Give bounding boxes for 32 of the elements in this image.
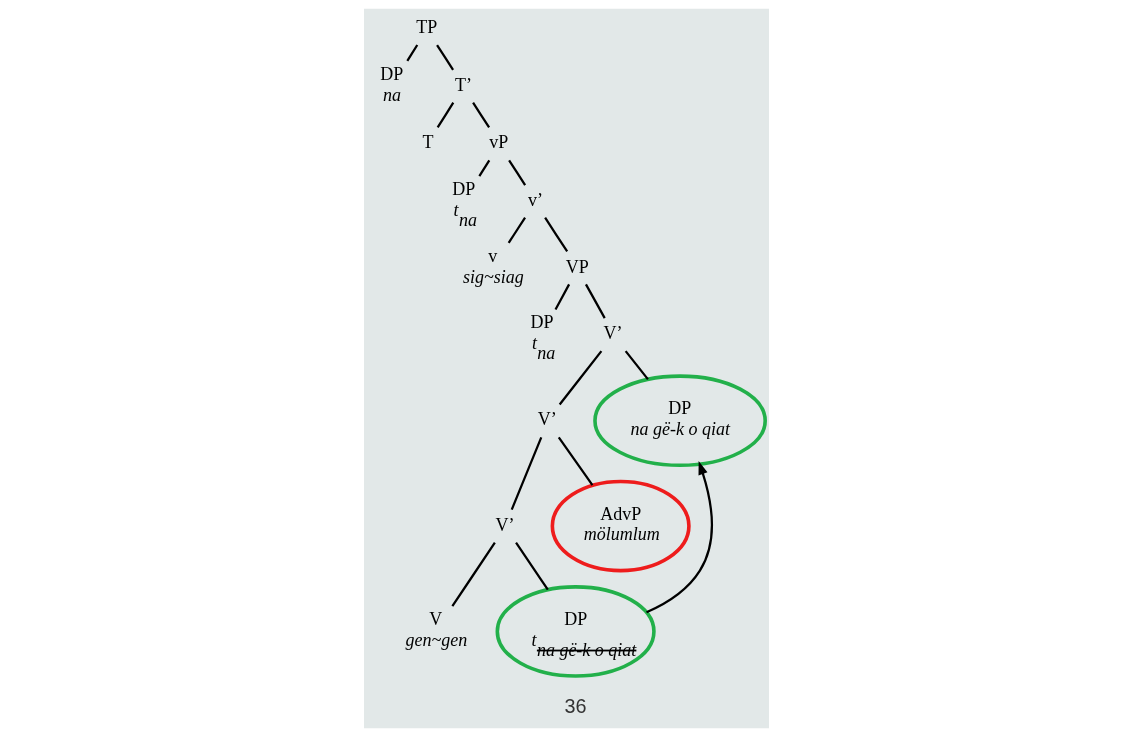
connector — [554, 283, 570, 310]
connector — [584, 283, 606, 319]
node-ellipse: DP na gë-k o qiat — [592, 374, 767, 468]
connector — [507, 159, 526, 186]
node-text: vP — [488, 132, 508, 153]
connector — [514, 542, 549, 591]
node-text: v’ — [527, 189, 543, 210]
node-text: V’ — [494, 514, 514, 535]
connector — [450, 542, 496, 607]
connector — [543, 217, 568, 253]
connector — [471, 102, 490, 129]
node-text: TP — [415, 17, 437, 38]
label: 36 — [564, 695, 587, 718]
node-text: V’ — [537, 409, 557, 430]
node-text: V gen~gen — [404, 609, 467, 650]
node-text: v sig~siag — [462, 245, 524, 287]
node-text: DP na — [379, 63, 403, 105]
connector — [405, 44, 418, 62]
arrow — [645, 461, 713, 614]
connector — [624, 350, 649, 380]
connector — [436, 102, 454, 129]
node-text: VP — [565, 256, 589, 277]
node-text: V’ — [603, 323, 623, 344]
connector — [477, 159, 490, 177]
node-text: T — [422, 132, 434, 153]
node-text: T’ — [454, 74, 472, 95]
node-ellipse: AdvP mölumlum — [550, 479, 691, 573]
connector — [558, 350, 602, 406]
connector — [557, 436, 593, 486]
connector — [435, 44, 454, 71]
connector — [507, 217, 526, 244]
connector — [510, 436, 542, 511]
